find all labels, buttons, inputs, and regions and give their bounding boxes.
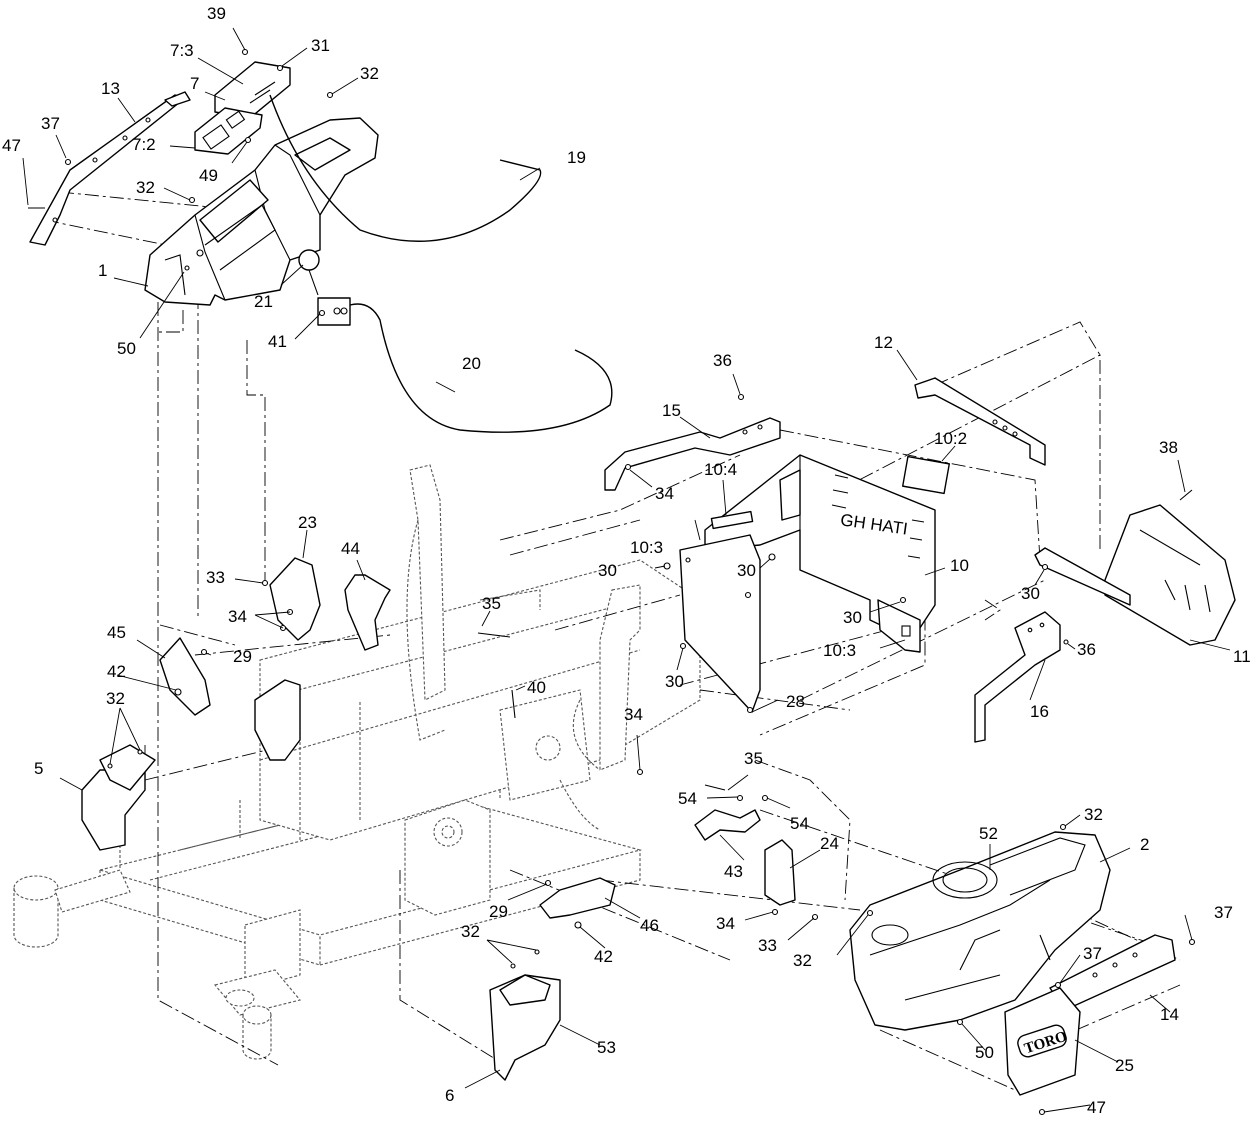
callout-33: 33 [206, 568, 225, 587]
callout-5: 5 [34, 759, 43, 778]
bracket-44 [344, 574, 391, 651]
cover-5 [81, 744, 156, 851]
bracket-15 [604, 417, 781, 491]
callout-32: 32 [106, 689, 125, 708]
callout-36: 36 [1077, 640, 1096, 659]
callout-49: 49 [199, 166, 218, 185]
leader-lines [22, 27, 1231, 1113]
callout-24: 24 [820, 834, 839, 853]
toro-plate-25: TORO [1004, 987, 1081, 1096]
callout-34: 34 [716, 914, 735, 933]
callout-13: 13 [101, 79, 120, 98]
callout-37: 37 [1214, 903, 1233, 922]
callout-25: 25 [1115, 1056, 1134, 1075]
cover-6 [489, 974, 561, 1081]
callout-30: 30 [843, 608, 862, 627]
callout-40: 40 [527, 678, 546, 697]
callout-32: 32 [1084, 805, 1103, 824]
callout-47: 47 [1087, 1098, 1106, 1117]
callout-43: 43 [724, 862, 743, 881]
callout-35: 35 [744, 749, 763, 768]
callout-20: 20 [462, 354, 481, 373]
callout-53: 53 [597, 1038, 616, 1057]
callout-52: 52 [979, 824, 998, 843]
callout-12: 12 [874, 333, 893, 352]
callout-37: 37 [41, 114, 60, 133]
callout-50: 50 [117, 339, 136, 358]
bracket-46 [539, 877, 616, 919]
callout-34: 34 [228, 607, 247, 626]
cable-19 [269, 94, 542, 242]
callout-6: 6 [445, 1086, 454, 1105]
callout-34: 34 [624, 705, 643, 724]
callout-42: 42 [107, 662, 126, 681]
callout-29: 29 [489, 902, 508, 921]
callout-37: 37 [1083, 944, 1102, 963]
callout-35: 35 [482, 594, 501, 613]
bracket-16 [974, 611, 1061, 743]
callout-19: 19 [567, 148, 586, 167]
callout-32: 32 [360, 64, 379, 83]
callout-7-3: 7:3 [170, 41, 194, 60]
callout-36: 36 [713, 351, 732, 370]
callout-47: 47 [2, 136, 21, 155]
callout-28: 28 [786, 692, 805, 711]
bracket-23 [269, 557, 321, 641]
cable-20 [349, 303, 613, 433]
side-cover-11 [1034, 504, 1236, 646]
bracket-strip-12 [914, 377, 1046, 466]
chassis-frame [13, 464, 701, 1060]
callout-10-3: 10:3 [823, 641, 856, 660]
bracket-43 [694, 809, 761, 841]
callout-31: 31 [311, 36, 330, 55]
callout-29: 29 [233, 647, 252, 666]
callout-1: 1 [98, 261, 107, 280]
callout-11: 11 [1233, 647, 1251, 666]
callout-39: 39 [207, 4, 226, 23]
callout-30: 30 [737, 561, 756, 580]
callout-54: 54 [790, 814, 809, 833]
fasteners [28, 48, 1196, 1116]
callout-16: 16 [1030, 702, 1049, 721]
callout-33: 33 [758, 936, 777, 955]
callout-23: 23 [298, 513, 317, 532]
callout-21: 21 [254, 292, 273, 311]
switch-21 [298, 249, 351, 326]
callout-30: 30 [1021, 584, 1040, 603]
callout-45: 45 [107, 623, 126, 642]
callout-41: 41 [268, 332, 287, 351]
callout-labels: 39 31 7:3 32 13 7 37 47 7:2 19 49 32 1 2… [2, 4, 1251, 1117]
callout-32: 32 [793, 951, 812, 970]
callout-30: 30 [598, 561, 617, 580]
callout-42: 42 [594, 947, 613, 966]
callout-10-4: 10:4 [704, 460, 737, 479]
callout-2: 2 [1140, 835, 1149, 854]
callout-32: 32 [136, 178, 155, 197]
console-cover-1 [144, 117, 379, 306]
bracket-24 [764, 839, 796, 906]
callout-34: 34 [655, 484, 674, 503]
callout-7: 7 [190, 74, 199, 93]
callout-54: 54 [678, 789, 697, 808]
callout-38: 38 [1159, 438, 1178, 457]
callout-7-2: 7:2 [132, 135, 156, 154]
callout-10-2: 10:2 [934, 429, 967, 448]
callout-32: 32 [461, 922, 480, 941]
callout-15: 15 [662, 401, 681, 420]
callout-14: 14 [1160, 1005, 1179, 1024]
callout-10: 10 [950, 556, 969, 575]
callout-10-3: 10:3 [630, 538, 663, 557]
control-panel-7 [194, 61, 291, 155]
right-console-2 [849, 831, 1111, 1031]
callout-30: 30 [665, 672, 684, 691]
front-panel-28 [679, 534, 761, 714]
callout-50: 50 [975, 1043, 994, 1062]
cover-strip-13 [29, 91, 191, 246]
bracket-45 [159, 637, 301, 761]
callout-44: 44 [341, 539, 360, 558]
callout-46: 46 [640, 916, 659, 935]
